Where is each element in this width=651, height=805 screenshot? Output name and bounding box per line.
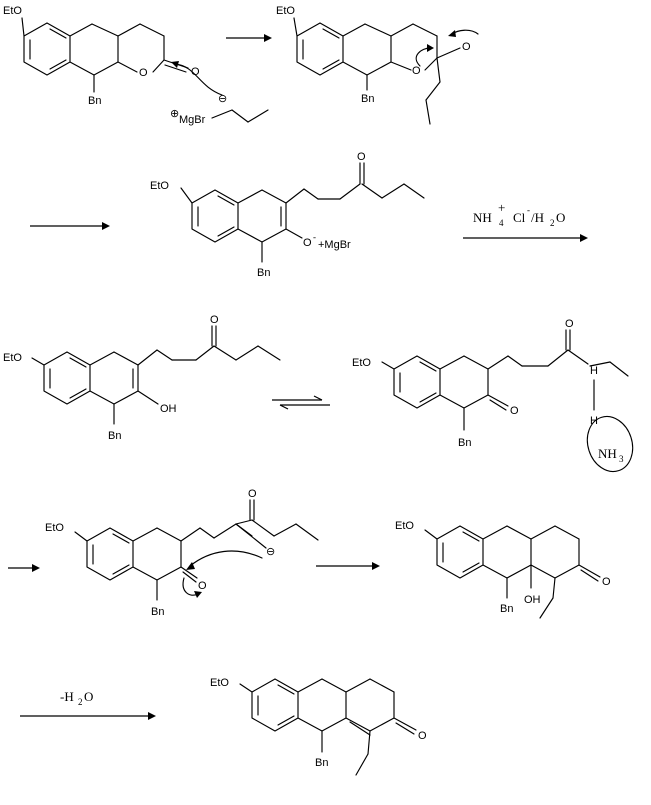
dehydration-o: O bbox=[84, 689, 93, 704]
reaction-arrow-5 bbox=[316, 562, 380, 570]
minus-sign: ⊖ bbox=[218, 93, 227, 105]
dehydration-reagent: -H bbox=[60, 689, 74, 704]
ammonia-nh-label: NH bbox=[598, 446, 617, 461]
ketone-oxygen-label: O bbox=[248, 488, 257, 500]
tetrahedral-intermediate: EtO Bn O O bbox=[276, 5, 479, 125]
dehydration-arrow: -H 2 O bbox=[20, 689, 156, 720]
plus-sign: ⊕ bbox=[170, 108, 179, 120]
reagent-nh: NH bbox=[473, 210, 492, 225]
ketone-oxygen-label: O bbox=[210, 314, 219, 326]
eto-label: EtO bbox=[150, 180, 169, 192]
chain-ketone-oxygen-label: O bbox=[565, 318, 574, 330]
h-label: H bbox=[590, 415, 598, 427]
diketone-intermediate: EtO Bn O O H H NH 3 bbox=[352, 318, 634, 473]
eto-label: EtO bbox=[276, 5, 295, 17]
eto-label: EtO bbox=[3, 5, 22, 17]
reagent-cl-charge: - bbox=[527, 205, 530, 215]
enolate-intermediate: EtO Bn O - +MgBr O bbox=[150, 151, 425, 279]
reaction-arrow-2 bbox=[30, 222, 110, 230]
reagent-cl: Cl bbox=[513, 210, 526, 225]
bn-label: Bn bbox=[315, 757, 328, 769]
carbonyl-oxygen-label: O bbox=[191, 66, 200, 78]
ring-ketone-oxygen-label: O bbox=[198, 580, 207, 592]
dehydration-subscript-2: 2 bbox=[78, 697, 83, 707]
enol-oh-label: OH bbox=[160, 403, 177, 415]
ketone-oxygen-label: O bbox=[602, 576, 611, 588]
ketone-oxygen-label: O bbox=[357, 151, 366, 163]
minus-sign: - bbox=[313, 232, 316, 242]
bn-label: Bn bbox=[151, 606, 164, 618]
final-enone-product: EtO O Bn bbox=[210, 677, 427, 776]
reagent-slash-h: /H bbox=[531, 210, 544, 225]
equilibrium-arrows bbox=[272, 395, 330, 410]
bn-label: Bn bbox=[458, 437, 471, 449]
bn-label: Bn bbox=[257, 267, 270, 279]
reagent-subscript-4: 4 bbox=[499, 218, 504, 228]
enolate-oxygen-label: O bbox=[303, 237, 312, 249]
reagent-o: O bbox=[556, 210, 565, 225]
lactone-starting-material: EtO Bn O O bbox=[3, 5, 223, 107]
reagent-subscript-2: 2 bbox=[550, 218, 555, 228]
bn-label: Bn bbox=[361, 93, 374, 105]
workup-arrow: NH 4 + Cl - /H 2 O bbox=[463, 200, 588, 242]
ring-oxygen-label: O bbox=[139, 67, 148, 79]
ring-ketone-oxygen-label: O bbox=[510, 405, 519, 417]
alpha-h-label: H bbox=[590, 365, 598, 377]
eto-label: EtO bbox=[45, 522, 64, 534]
bn-label: Bn bbox=[500, 603, 513, 615]
ring-oxygen-label: O bbox=[412, 65, 421, 77]
bn-label: Bn bbox=[108, 430, 121, 442]
reaction-arrow-1 bbox=[226, 34, 272, 42]
enol-intermediate: EtO Bn OH O bbox=[3, 314, 281, 442]
carbanion-minus: ⊖ bbox=[266, 546, 275, 558]
ethyl-grignard-reagent: ⊕ MgBr ⊖ bbox=[170, 93, 269, 126]
bn-label: Bn bbox=[88, 95, 101, 107]
eto-label: EtO bbox=[352, 357, 371, 369]
alkoxide-oxygen-label: O bbox=[462, 41, 471, 53]
eto-label: EtO bbox=[210, 677, 229, 689]
aldol-product: EtO O Bn OH bbox=[395, 520, 611, 619]
mgbr-label: MgBr bbox=[179, 114, 206, 126]
hydroxyl-oh-label: OH bbox=[524, 594, 541, 606]
eto-label: EtO bbox=[3, 352, 22, 364]
ammonia-subscript-3: 3 bbox=[619, 454, 624, 464]
reaction-arrow-4 bbox=[8, 564, 40, 572]
enolate-aldol-intermediate: EtO Bn O O ⊖ bbox=[45, 488, 319, 618]
plus-mgbr-label: +MgBr bbox=[318, 239, 351, 251]
reagent-plus: + bbox=[498, 200, 505, 215]
eto-label: EtO bbox=[395, 520, 414, 532]
ketone-oxygen-label: O bbox=[418, 730, 427, 742]
